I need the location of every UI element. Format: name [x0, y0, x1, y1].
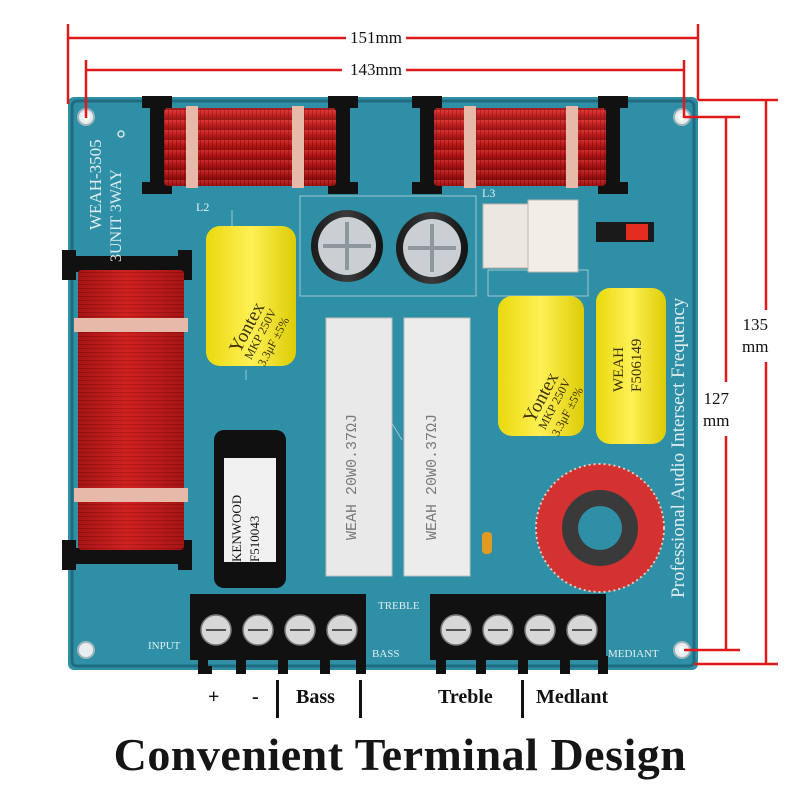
slide-switch	[596, 222, 654, 242]
terminal-bass-label: Bass	[296, 686, 335, 708]
kenwood-capacitor	[214, 430, 286, 588]
terminal-separator	[276, 680, 279, 718]
coil-label-l2: L2	[196, 200, 210, 214]
white-blocks	[482, 199, 579, 273]
electrolytic-capacitors	[311, 210, 468, 284]
terminal-plus-label: +	[208, 686, 220, 708]
terminal-treble-label: Treble	[438, 686, 493, 708]
weah-cap-text: WEAH F506149	[610, 339, 646, 392]
terminal-separator	[359, 680, 362, 718]
resistor-right-text: WEAH 20W0.37ΩJ	[424, 413, 441, 540]
silk-treble: TREBLE	[378, 600, 420, 612]
terminal-separator	[521, 680, 524, 718]
dim-outer-height-unit: mm	[742, 337, 769, 356]
resistor-left-text: WEAH 20W0.37ΩJ	[344, 413, 361, 540]
dim-outer-height-value: 135	[742, 315, 768, 334]
coil-l3	[412, 96, 628, 194]
silk-bass: BASS	[372, 648, 400, 660]
yellow-capacitor-left	[206, 226, 296, 366]
coil-vertical-left	[62, 250, 192, 570]
dim-outer-height: 135 mm	[742, 314, 769, 358]
silk-input: INPUT	[148, 640, 181, 652]
kenwood-brand: KENWOOD	[229, 494, 244, 562]
dimension-lines	[66, 24, 778, 666]
terminal-block-right	[430, 594, 608, 674]
dim-inner-height-unit: mm	[703, 411, 730, 430]
dim-outer-width: 151mm	[346, 28, 406, 48]
dim-inner-width: 143mm	[346, 60, 406, 80]
weah-cap-code: F506149	[629, 338, 645, 392]
coil-l2	[142, 96, 358, 194]
cement-resistors	[325, 317, 471, 577]
weah-cap-brand: WEAH	[611, 347, 627, 392]
terminal-block-left	[190, 594, 366, 674]
headline: Convenient Terminal Design	[113, 729, 687, 780]
dim-inner-height-value: 127	[703, 389, 729, 408]
dim-inner-height: 127 mm	[703, 388, 730, 432]
board-config-text: 3UNIT 3WAY	[108, 169, 125, 262]
toroid-inductor	[535, 463, 665, 593]
coil-label-l3: L3	[482, 186, 496, 200]
kenwood-cap-text: KENWOOD F510043	[228, 495, 264, 562]
terminal-minus-label: -	[252, 686, 259, 708]
yellow-capacitor-right	[498, 296, 584, 436]
terminal-medlant-label: Medlant	[536, 686, 609, 708]
silk-mediant: MEDIANT	[608, 648, 659, 660]
kenwood-code: F510043	[247, 515, 262, 562]
board-model-text: WEAH-3505	[86, 139, 105, 230]
weah-capacitor	[596, 288, 666, 444]
board-side-text: Professional Audio Intersect Frequency	[668, 297, 689, 598]
